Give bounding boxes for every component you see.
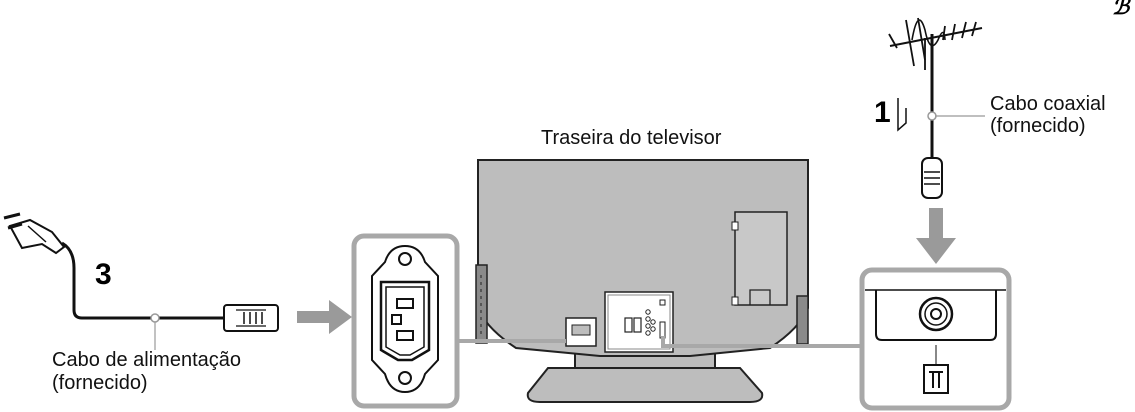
- arrow-power-to-tv: [297, 300, 352, 334]
- wall-plug-icon: [8, 218, 66, 255]
- step-number-3: 3: [95, 258, 112, 291]
- arrow-antenna-down: [916, 208, 956, 264]
- tv-rear: [475, 159, 809, 403]
- iec-connector: [223, 304, 279, 332]
- tv-rear-label: Traseira do televisor: [541, 127, 722, 149]
- coax-cable-label-line1: Cabo coaxial: [990, 93, 1106, 115]
- tv-stand: [526, 367, 764, 403]
- tv-rear-cover: [734, 211, 788, 306]
- power-cord: [3, 212, 279, 350]
- step1-indicator: [897, 98, 907, 132]
- coax-cable: [921, 111, 985, 199]
- power-cable-label-line1: Cabo de alimentação: [52, 349, 242, 371]
- ac-inlet-zoom-panel: [351, 233, 460, 409]
- corner-mark: ℬ: [1112, 0, 1130, 20]
- coax-cable-label-line2: (fornecido): [990, 115, 1086, 137]
- power-cable-label-line2: (fornecido): [52, 372, 148, 394]
- step-number-1: 1: [874, 96, 891, 129]
- callout-lines: [457, 336, 868, 348]
- antenna-symbol-icon: [923, 364, 949, 394]
- antenna-jack-zoom-panel: [859, 267, 1012, 411]
- antenna-icon: [888, 17, 983, 158]
